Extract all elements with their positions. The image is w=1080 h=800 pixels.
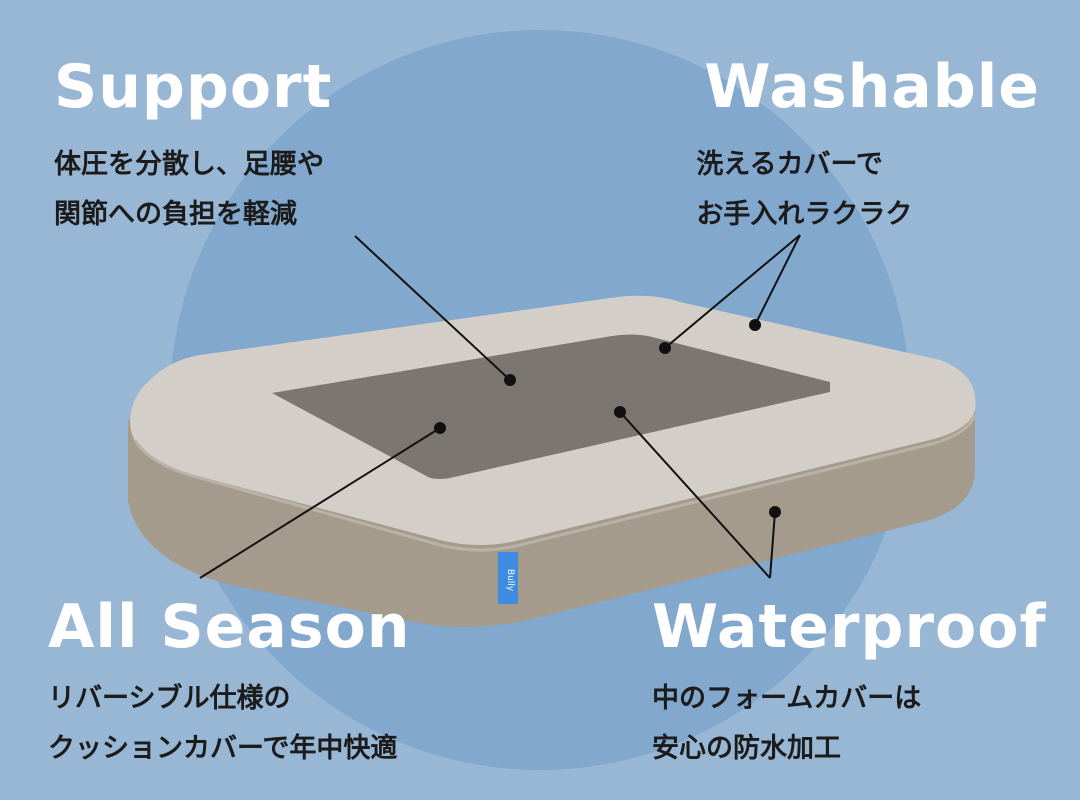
feature-all-season-line-2: クッションカバーで年中快適: [48, 733, 398, 764]
feature-support: Support 体圧を分散し、足腰や 関節への負担を軽減: [54, 52, 332, 240]
feature-support-line-1: 体圧を分散し、足腰や: [54, 149, 324, 180]
feature-support-line-2: 関節への負担を軽減: [54, 199, 297, 230]
feature-waterproof-line-2: 安心の防水加工: [652, 733, 841, 764]
support-callout-dot: [504, 374, 516, 386]
feature-washable-line-1: 洗えるカバーで: [696, 149, 883, 180]
feature-washable-title: Washable: [704, 52, 1040, 122]
feature-washable-line-2: お手入れラクラク: [696, 199, 913, 230]
bed-tag: [498, 552, 518, 604]
washable-callout-line-2: [754, 234, 801, 326]
bed-tag-logo: Bully: [505, 569, 515, 592]
feature-all-season-title: All Season: [48, 592, 411, 662]
washable-callout-dot-1: [659, 342, 671, 354]
waterproof-callout-line-1: [619, 411, 771, 579]
waterproof-callout-dot-2: [769, 506, 781, 518]
feature-all-season: All Season リバーシブル仕様の クッションカバーで年中快適: [48, 592, 411, 774]
allseason-callout-line: [199, 427, 441, 579]
feature-washable: Washable 洗えるカバーで お手入れラクラク: [696, 52, 1040, 240]
waterproof-callout-dot-1: [614, 406, 626, 418]
support-callout-line: [354, 235, 511, 381]
feature-waterproof-title: Waterproof: [652, 592, 1047, 662]
bed-mat: [272, 334, 830, 479]
washable-callout-dot-2: [749, 319, 761, 331]
bed-piping: [133, 414, 977, 552]
feature-support-title: Support: [54, 52, 333, 122]
callout-dots: [434, 319, 781, 518]
feature-waterproof-line-1: 中のフォームカバーは: [652, 683, 922, 714]
waterproof-callout-line-2: [769, 511, 776, 579]
allseason-callout-dot: [434, 422, 446, 434]
callout-lines: [199, 234, 801, 579]
washable-callout-line-1: [664, 234, 801, 349]
feature-all-season-line-1: リバーシブル仕様の: [48, 683, 291, 714]
feature-waterproof: Waterproof 中のフォームカバーは 安心の防水加工: [652, 592, 1047, 774]
